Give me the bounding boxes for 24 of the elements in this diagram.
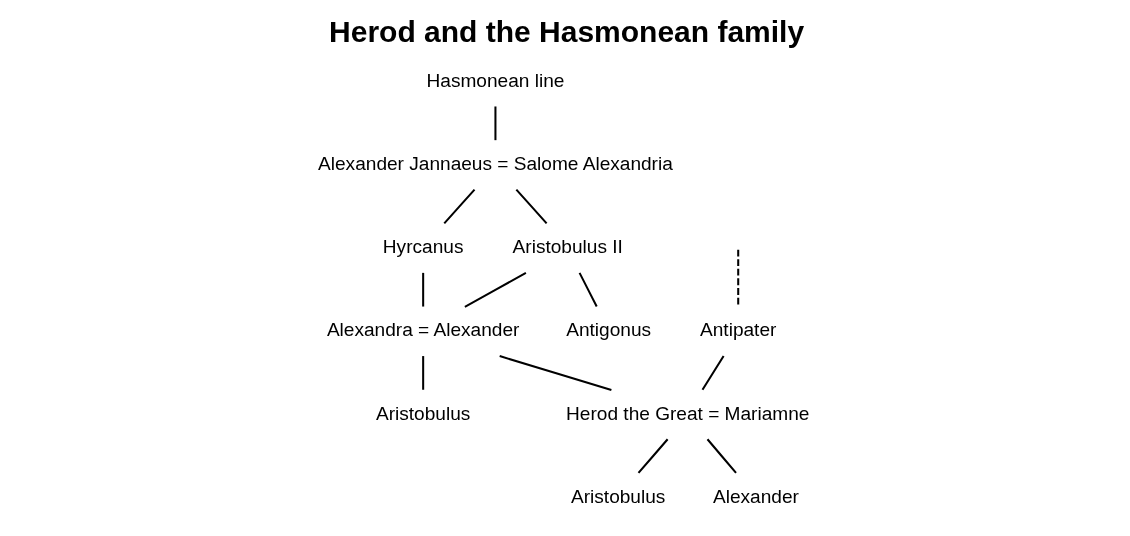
connector (464, 271, 527, 308)
connector (706, 438, 737, 474)
node-text: Alexander (712, 485, 799, 507)
connector (578, 272, 598, 308)
node-text: Hyrcanus (382, 236, 464, 258)
connector (494, 106, 497, 141)
node-text: Alexander Jannaeus = Salome Alexandria (318, 153, 673, 175)
diagram-title: Herod and the Hasmonean family (329, 14, 805, 48)
node-text: Antipater (700, 319, 777, 341)
connector (737, 249, 740, 307)
connector (443, 189, 476, 225)
node-text: Herod the Great = Mariamne (566, 402, 810, 424)
node-text: Aristobulus (375, 402, 471, 424)
connector (422, 272, 425, 307)
connector (422, 356, 425, 390)
node-text: Alexandra = Alexander (326, 319, 520, 341)
connector (499, 355, 612, 391)
node-text: Antigonus (566, 319, 652, 341)
connector (637, 438, 669, 474)
node-text: Aristobulus (571, 485, 666, 507)
node-text: Aristobulus II (512, 236, 623, 258)
connector (701, 355, 725, 391)
connector (515, 189, 548, 225)
node-text: Hasmonean line (426, 69, 565, 91)
